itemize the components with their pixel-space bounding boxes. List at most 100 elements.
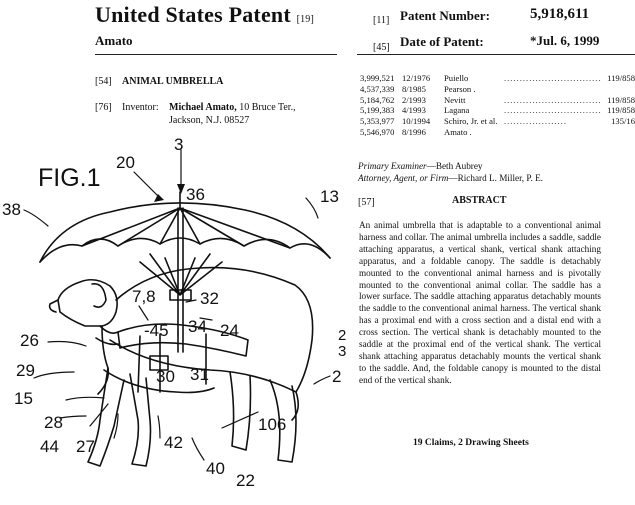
fig-label: FIG.1 [38, 164, 101, 192]
canopy-rib-2 [117, 207, 181, 247]
inventor-surname: Amato [95, 33, 133, 48]
primary-examiner-label: Primary Examiner [358, 161, 427, 171]
reference-name: Amato . [444, 126, 472, 137]
inventor-code-76: [76] [95, 102, 112, 113]
dog-back-leg-1 [229, 371, 252, 451]
reference-leader: .................... [504, 116, 567, 127]
ref-29: 29 [16, 361, 35, 380]
reference-leader: ................................ [504, 94, 601, 105]
canopy-scallops [39, 237, 331, 263]
invention-title: ANIMAL UMBRELLA [122, 76, 224, 87]
abstract-heading: ABSTRACT [452, 195, 507, 206]
ref-30: 30 [156, 367, 175, 386]
reference-leader: ................................ [504, 73, 601, 83]
arrowheads [154, 184, 185, 202]
date-label: Date of Patent: [400, 34, 484, 49]
claims-summary: 19 Claims, 2 Drawing Sheets [413, 438, 529, 448]
ref-28: 28 [44, 413, 63, 432]
dog-chest [97, 325, 110, 395]
reference-name: Lagana [444, 105, 470, 116]
reference-class [601, 127, 635, 138]
patent-number-label: Patent Number: [400, 8, 490, 23]
figure-1-drawing: FIG.1 3 20 36 13 38 7,8 32 -45 34 24 26 … [2, 135, 346, 490]
reference-row: 4,537,339 8/1985 Pearson . [360, 84, 635, 95]
ref-32: 32 [200, 289, 219, 308]
stretcher-ribs [139, 253, 223, 296]
inventor-details: Michael Amato, 10 Bruce Ter., [169, 101, 296, 114]
examiner-block: Primary Examiner—Beth Aubrey Attorney, A… [358, 160, 543, 184]
reference-class: 119/858 [607, 73, 635, 83]
inventor-address-1: 10 Bruce Ter., [239, 102, 296, 113]
abstract-text: An animal umbrella that is adaptable to … [359, 220, 601, 385]
harness-chest-strap [103, 369, 215, 394]
inventor-full-name: Michael Amato, [169, 102, 237, 113]
leader-lines [23, 149, 331, 461]
canopy-rib-3 [159, 207, 181, 245]
reference-name: Nevitt [444, 94, 466, 105]
canopy-rib-6 [179, 207, 291, 249]
reference-number: 3,999,521 [360, 73, 395, 83]
date-code-wrap: [45] [373, 37, 390, 55]
dog-front-leg-2 [129, 373, 152, 467]
reference-number: 4,537,339 [360, 83, 395, 94]
canopy-rib-5 [179, 207, 245, 247]
primary-examiner: Primary Examiner—Beth Aubrey [358, 160, 543, 172]
ref-38: 38 [2, 200, 21, 219]
reference-number: 5,353,977 [360, 116, 395, 127]
saddle [117, 323, 249, 357]
reference-date: 8/1985 [402, 83, 426, 94]
harness-buckle [149, 355, 169, 371]
reference-name: Schiro, Jr. et al. [444, 116, 498, 127]
attorney: Attorney, Agent, or Firm—Richard L. Mill… [358, 172, 543, 184]
ref-31: 31 [190, 365, 209, 384]
reference-class: 119/858 [607, 105, 635, 116]
reference-date: 10/1994 [402, 116, 431, 127]
ref-44: 44 [40, 437, 59, 456]
ref-3-cut: 3 [338, 343, 346, 360]
header-rule-right [357, 54, 635, 55]
reference-leader [504, 84, 601, 95]
dog-front-leg-1 [87, 367, 125, 467]
dog-snout [48, 299, 59, 313]
reference-number: 5,184,762 [360, 94, 395, 105]
reference-row: 5,353,977 10/1994 Schiro, Jr. et al.......… [360, 116, 635, 127]
canopy-rib-1 [81, 207, 181, 247]
reference-number: 5,199,383 [360, 105, 395, 116]
attorney-label: Attorney, Agent, or Firm [358, 173, 449, 183]
ref-3: 3 [174, 135, 183, 154]
reference-leader [504, 127, 601, 138]
dog-back-leg-2 [269, 379, 297, 463]
harness-strap-1 [137, 333, 161, 393]
reference-date: 4/1993 [402, 105, 426, 116]
ref-15: 15 [14, 389, 33, 408]
dog-back [115, 266, 314, 393]
vertical-shank [177, 207, 184, 353]
dog-tail [291, 391, 300, 421]
inventor-label: Inventor: [122, 102, 159, 113]
patent-title: United States Patent [19] [95, 2, 314, 28]
ref-2: 2 [332, 367, 341, 386]
dog-head [57, 278, 118, 327]
collar [95, 325, 119, 346]
reference-class: 135/16 [611, 116, 635, 127]
canopy-outline [39, 202, 331, 263]
reference-name: Pearson . [444, 83, 476, 94]
patent-title-text: United States Patent [95, 2, 291, 27]
patent-number-code: [11] [373, 15, 390, 26]
ref-34: 34 [188, 317, 207, 336]
patent-number-row: [11] [373, 10, 389, 28]
primary-examiner-name: —Beth Aubrey [426, 161, 483, 171]
ref-22: 22 [236, 471, 255, 490]
date-value: *Jul. 6, 1999 [530, 33, 600, 48]
shank-collar [169, 289, 192, 301]
ref-27: 27 [76, 437, 95, 456]
abstract-code: [57] [358, 197, 375, 208]
reference-number: 5,546,970 [360, 126, 395, 137]
reference-date: 12/1976 [402, 73, 431, 83]
attorney-name: —Richard L. Miller, P. E. [448, 173, 543, 183]
